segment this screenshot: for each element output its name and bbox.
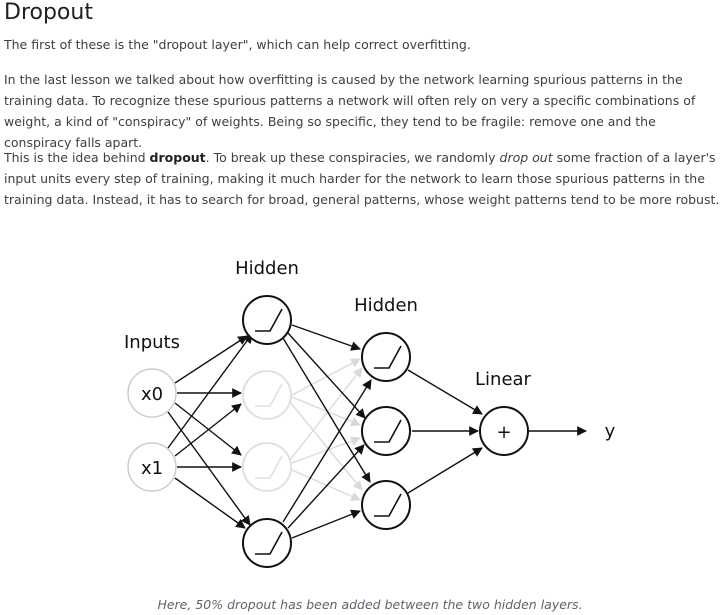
- hidden-layer-2: [361, 332, 411, 530]
- inputs-label: Inputs: [124, 332, 180, 353]
- dropped-edge: [291, 436, 361, 464]
- dropped-edge: [289, 401, 363, 491]
- relu-icon: [255, 308, 283, 332]
- text-segment: . To break up these conspiracies, we ran…: [205, 150, 500, 165]
- dropout-network-diagram: Hidden Hidden Inputs Linear x0 x1 + y: [0, 240, 728, 590]
- relu-icon: [374, 493, 402, 517]
- dropped-edge: [289, 367, 363, 461]
- edge: [287, 332, 366, 419]
- relu-node: [242, 518, 292, 568]
- section-heading: Dropout: [4, 0, 93, 25]
- edge: [174, 477, 246, 529]
- relu-node: [361, 406, 411, 456]
- dropped-connections: [289, 358, 363, 501]
- network-svg: Hidden Hidden Inputs Linear x0 x1 + y: [124, 258, 616, 568]
- x1-label: x1: [141, 458, 163, 479]
- text-segment: some fraction of a layer's input units e…: [4, 150, 720, 207]
- edge: [282, 337, 371, 483]
- dropout-term: dropout: [149, 150, 206, 165]
- relu-node: [242, 295, 292, 345]
- input-layer: [127, 368, 177, 492]
- relu-node-dropped: [242, 442, 292, 492]
- text-segment: This is the idea behind: [4, 150, 150, 165]
- relu-icon: [255, 383, 283, 407]
- output-y-label: y: [605, 421, 616, 442]
- overfitting-paragraph: In the last lesson we talked about how o…: [4, 72, 696, 150]
- edge: [407, 447, 483, 494]
- relu-node-dropped: [242, 370, 292, 420]
- relu-icon: [374, 419, 402, 443]
- hidden-layer-2-label: Hidden: [354, 295, 418, 316]
- hidden-layer-1: [242, 295, 292, 568]
- edge: [167, 333, 253, 449]
- dropped-edge: [291, 396, 361, 427]
- dropout-paragraph: This is the idea behind dropout. To brea…: [4, 147, 726, 210]
- edge: [291, 509, 361, 539]
- edge: [174, 335, 248, 384]
- edge: [287, 444, 365, 529]
- dropped-edge: [291, 358, 361, 396]
- relu-node: [361, 480, 411, 530]
- linear-node: [479, 406, 529, 456]
- intro-paragraph: The first of these is the "dropout layer…: [4, 37, 471, 52]
- plus-symbol: +: [496, 422, 511, 443]
- edge: [282, 379, 372, 523]
- edge: [407, 369, 483, 415]
- relu-icon: [374, 345, 402, 369]
- x0-label: x0: [141, 384, 163, 405]
- dropped-edge: [291, 469, 361, 501]
- edge: [174, 402, 242, 456]
- edge: [167, 411, 251, 526]
- active-connections: [167, 324, 587, 539]
- relu-node: [361, 332, 411, 382]
- relu-icon: [255, 531, 283, 555]
- input-node-x1: [127, 442, 177, 492]
- edge: [174, 403, 242, 457]
- relu-icon: [255, 455, 283, 479]
- figure-caption: Here, 50% dropout has been added between…: [157, 597, 583, 612]
- linear-label: Linear: [475, 369, 532, 390]
- input-node-x0: [127, 368, 177, 418]
- edge: [291, 324, 361, 351]
- drop-out-emphasis: drop out: [499, 150, 553, 165]
- hidden-layer-1-label: Hidden: [235, 258, 299, 279]
